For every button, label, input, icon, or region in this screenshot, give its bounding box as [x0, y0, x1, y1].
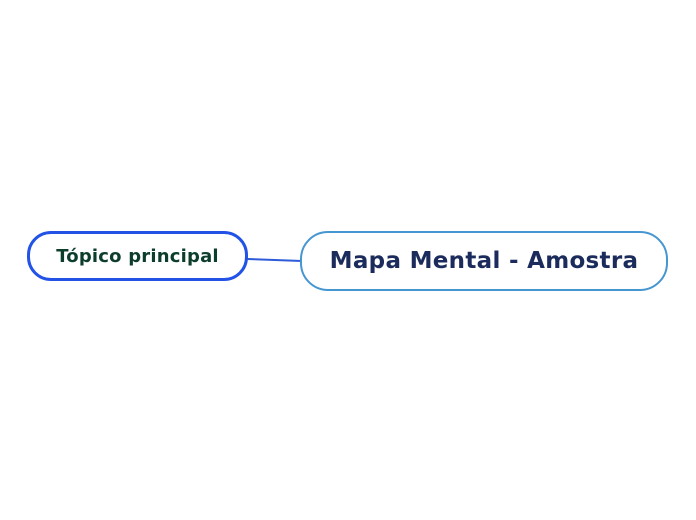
connector-line	[246, 258, 303, 262]
mindmap-node-child[interactable]: Tópico principal	[27, 231, 248, 281]
mindmap-node-root[interactable]: Mapa Mental - Amostra	[300, 231, 668, 291]
child-node-label: Tópico principal	[56, 245, 219, 267]
root-node-label: Mapa Mental - Amostra	[329, 248, 639, 274]
